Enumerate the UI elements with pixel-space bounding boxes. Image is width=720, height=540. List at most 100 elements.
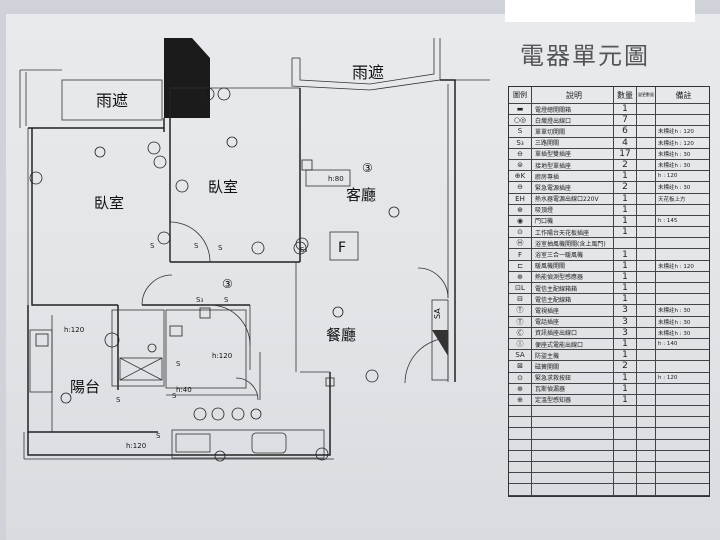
legend-desc: 電燈總開關箱 — [532, 104, 614, 115]
legend-empty-cell — [532, 439, 614, 450]
legend-note — [656, 249, 709, 259]
legend-symbol: ⊜ — [509, 159, 532, 171]
legend-qty: 1 — [614, 271, 637, 282]
legend-empty-cell — [637, 417, 656, 428]
legend-note: 未標註h : 120 — [658, 263, 694, 270]
legend-note — [656, 395, 709, 405]
legend-symbol: EH — [509, 193, 532, 204]
legend-symbol: ⊕K — [509, 171, 532, 182]
legend-symbol: ⊠ — [509, 361, 532, 372]
legend-qty: 7 — [614, 115, 637, 126]
legend-empty-cell — [637, 484, 656, 495]
legend-empty-cell — [532, 473, 614, 484]
legend-desc: 熱能偵測型感應器 — [532, 271, 614, 282]
legend-extra — [637, 271, 656, 282]
legend-empty-cell — [637, 450, 656, 461]
legend-desc: 電信主配線箱箱 — [532, 283, 614, 294]
height-label-h40: h:40 — [176, 386, 192, 394]
legend-empty-cell — [656, 462, 709, 472]
legend-note: h : 120 — [658, 173, 678, 180]
legend-empty-cell — [509, 406, 532, 417]
legend-note — [656, 361, 709, 371]
legend-desc: 緊急電源插座 — [532, 182, 614, 193]
room-label-dining-room: 餐廳 — [326, 326, 356, 344]
legend-note: h : 120 — [658, 374, 678, 381]
legend-qty: 3 — [614, 316, 637, 327]
marker-3-living: ③ — [362, 161, 373, 175]
legend-desc: 磁簧開關 — [532, 361, 614, 372]
legend-symbol: ⊏ — [509, 260, 532, 271]
legend-symbol: Ⓘ — [509, 338, 532, 350]
legend-symbol: ⊕ — [509, 383, 532, 394]
canopy-right: 雨遮 — [291, 38, 490, 91]
legend-extra — [637, 283, 656, 294]
legend-title: 電器單元圖 — [520, 42, 650, 70]
legend-qty: 4 — [614, 137, 637, 148]
legend-note — [656, 238, 709, 248]
legend-extra — [637, 383, 656, 394]
legend-empty-cell — [637, 439, 656, 450]
legend-empty-cell — [656, 473, 709, 483]
svg-text:S: S — [176, 360, 181, 368]
legend-empty-cell — [509, 439, 532, 450]
legend-empty-cell — [614, 406, 637, 417]
legend-qty: 1 — [614, 171, 637, 182]
legend-note — [656, 227, 709, 237]
legend-desc: 廚房專插 — [532, 171, 614, 182]
legend-extra — [637, 215, 656, 227]
legend-qty: 1 — [614, 204, 637, 215]
legend-extra — [637, 260, 656, 271]
room-label-balcony: 陽台 — [70, 378, 100, 396]
legend-desc: 瓦斯偵漏器 — [532, 383, 614, 394]
legend-empty-cell — [532, 462, 614, 473]
legend-qty: 6 — [614, 126, 637, 137]
legend-note — [656, 350, 709, 360]
legend-note: 未標註h : 30 — [658, 330, 691, 337]
legend-extra — [637, 115, 656, 126]
legend-symbol: ⊙ — [509, 227, 532, 238]
legend-qty: 3 — [614, 305, 637, 316]
legend-empty-cell — [509, 462, 532, 473]
legend-qty: 1 — [614, 249, 637, 260]
legend-header-qty: 數量 — [614, 87, 637, 103]
legend-desc: 接地型單插座 — [532, 159, 614, 171]
legend-extra — [637, 238, 656, 249]
legend-header-row: 圖例 說明 數量 變更數量 備註 — [509, 87, 709, 104]
height-label-kitchen: h:120 — [126, 442, 146, 450]
legend-extra — [637, 137, 656, 148]
legend-note: 未標註h : 120 — [658, 140, 694, 147]
legend-desc: 單單切開關 — [532, 126, 614, 137]
legend-qty: 1 — [614, 227, 637, 238]
legend-extra — [637, 249, 656, 260]
height-label-bath: h:120 — [212, 352, 232, 360]
legend-empty-cell — [532, 406, 614, 417]
room-label-bedroom-2: 臥室 — [208, 178, 238, 196]
marker-3-hall: ③ — [222, 277, 233, 291]
legend-qty: 1 — [614, 372, 637, 383]
legend-empty-cell — [509, 473, 532, 484]
legend-extra — [637, 327, 656, 338]
svg-text:S₃: S₃ — [300, 246, 307, 254]
legend-qty: 1 — [614, 350, 637, 361]
legend-extra — [637, 338, 656, 350]
legend-qty: 1 — [614, 104, 637, 115]
legend-symbol: ⊖ — [509, 148, 532, 159]
interior-walls — [29, 228, 449, 459]
legend-empty-row — [509, 484, 709, 496]
legend-desc: 單插型雙插座 — [532, 148, 614, 159]
legend-desc: 電視插座 — [532, 305, 614, 316]
legend-qty: 1 — [614, 215, 637, 227]
legend-empty-cell — [532, 428, 614, 439]
legend-empty-cell — [637, 473, 656, 484]
legend-empty-cell — [532, 450, 614, 461]
legend-extra — [637, 193, 656, 204]
